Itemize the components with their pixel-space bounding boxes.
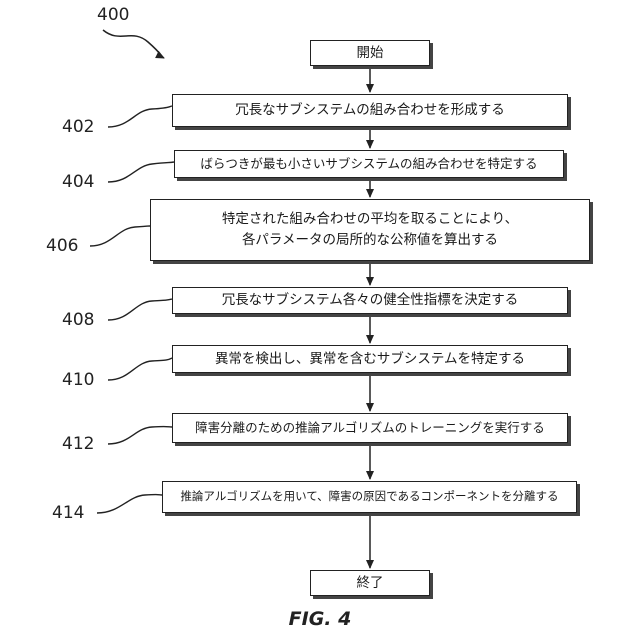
step-412-text: 障害分離のための推論アルゴリズムのトレーニングを実行する <box>195 418 545 437</box>
figure-label: FIG. 4 <box>0 608 640 630</box>
leader-404 <box>108 162 174 182</box>
end-terminal: 終了 <box>310 570 430 596</box>
ref-410: 410 <box>62 370 94 390</box>
ref-406: 406 <box>46 236 78 256</box>
leader-408 <box>108 299 172 320</box>
leader-412 <box>108 427 172 444</box>
step-406-box: 特定された組み合わせの平均を取ることにより、 各パラメータの局所的な公称値を算出… <box>150 199 590 261</box>
step-408-text: 冗長なサブシステム各々の健全性指標を決定する <box>222 290 519 311</box>
ref-404: 404 <box>62 172 94 192</box>
step-414-text: 推論アルゴリズムを用いて、障害の原因であるコンポーネントを分離する <box>180 488 558 506</box>
ref-414: 414 <box>52 503 84 523</box>
step-402-text: 冗長なサブシステムの組み合わせを形成する <box>235 100 505 121</box>
figure-ref-400: 400 <box>97 5 129 25</box>
start-label: 開始 <box>357 43 384 64</box>
step-406-line-1: 特定された組み合わせの平均を取ることにより、 <box>222 209 518 230</box>
step-408-box: 冗長なサブシステム各々の健全性指標を決定する <box>172 287 568 314</box>
end-label: 終了 <box>357 573 384 594</box>
leader-414 <box>97 495 162 513</box>
ref-402: 402 <box>62 117 94 137</box>
step-410-box: 異常を検出し、異常を含むサブシステムを特定する <box>172 345 568 373</box>
step-412-box: 障害分離のための推論アルゴリズムのトレーニングを実行する <box>172 413 568 443</box>
ref-412: 412 <box>62 434 94 454</box>
leader-406 <box>90 226 150 246</box>
ref-408: 408 <box>62 310 94 330</box>
leader-402 <box>108 106 172 127</box>
leader-410 <box>108 358 172 380</box>
step-410-text: 異常を検出し、異常を含むサブシステムを特定する <box>215 349 525 370</box>
step-402-box: 冗長なサブシステムの組み合わせを形成する <box>172 94 568 127</box>
step-406-line-2: 各パラメータの局所的な公称値を算出する <box>222 230 518 251</box>
step-414-box: 推論アルゴリズムを用いて、障害の原因であるコンポーネントを分離する <box>162 481 577 513</box>
start-terminal: 開始 <box>310 40 430 66</box>
step-404-box: ばらつきが最も小さいサブシステムの組み合わせを特定する <box>174 150 564 178</box>
step-404-text: ばらつきが最も小さいサブシステムの組み合わせを特定する <box>200 154 537 173</box>
leader-400 <box>103 30 164 58</box>
